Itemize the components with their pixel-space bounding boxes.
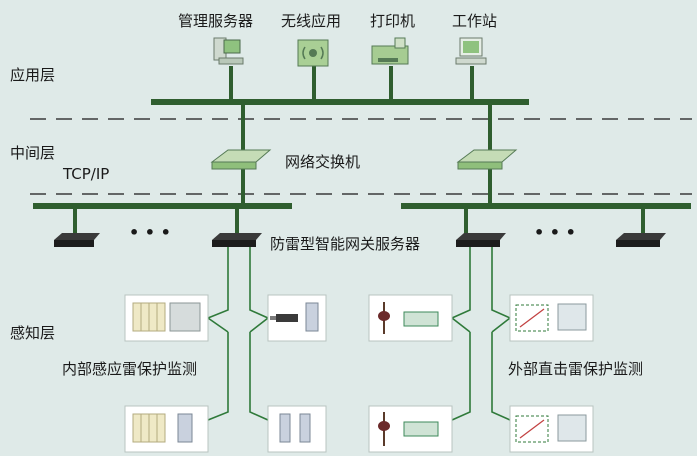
device-label-workstation: 工作站 [452, 12, 498, 30]
ellipsis-right: • • • [534, 223, 576, 242]
gateway-label: 防雷型智能网关服务器 [270, 235, 421, 253]
layer-label-sensing: 感知层 [10, 324, 56, 342]
layer-label-middle: 中间层 [10, 144, 56, 162]
signal-right-a [451, 246, 471, 319]
wireless-icon [297, 39, 329, 67]
layer-dividers [30, 118, 692, 195]
signal-left-c [207, 317, 229, 421]
signal-left-d [249, 317, 269, 421]
monitor-unit-icon [515, 303, 587, 443]
gateway-icon-4 [616, 233, 666, 247]
device-label-printer: 打印机 [370, 12, 416, 30]
sensing-bus-right [401, 203, 691, 209]
signal-left-b [249, 246, 269, 319]
monitoring-label-external: 外部直击雷保护监测 [508, 360, 644, 378]
signal-right-b [491, 246, 511, 319]
server-icon [213, 37, 244, 65]
protocol-label: TCP/IP [63, 165, 110, 183]
surge-protector-icon [132, 302, 201, 443]
device-label-wireless: 无线应用 [281, 12, 342, 30]
ellipsis-left: • • • [129, 223, 171, 242]
sensing-bus-left [33, 203, 292, 209]
signal-left-a [207, 246, 229, 319]
lightning-rod-icon [378, 302, 439, 446]
switch-icon-right [456, 149, 518, 170]
panel-internal-bot-right [267, 405, 327, 453]
gateway-icon-2 [212, 233, 262, 247]
signal-protector-icon [270, 302, 319, 443]
printer-icon [371, 37, 409, 65]
monitoring-label-internal: 内部感应雷保护监测 [62, 360, 198, 378]
connectors [73, 66, 645, 234]
device-label-server: 管理服务器 [178, 12, 254, 30]
bus-lines [33, 99, 691, 209]
signal-lines [207, 246, 511, 421]
signal-right-d [491, 317, 511, 421]
app-bus [151, 99, 529, 105]
switch-icon-left [210, 149, 272, 170]
gateway-icon-3 [456, 233, 506, 247]
signal-right-c [451, 317, 471, 421]
gateway-icon-1 [54, 233, 100, 247]
workstation-icon [455, 37, 487, 65]
layer-label-application: 应用层 [10, 66, 56, 84]
switch-label: 网络交换机 [285, 153, 361, 171]
